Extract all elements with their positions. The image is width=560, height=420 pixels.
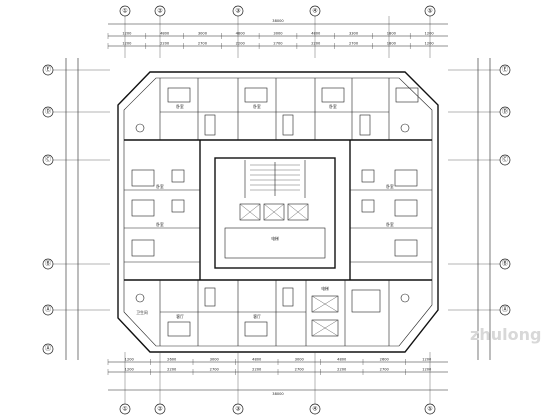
axis-label-top-2: ② bbox=[157, 8, 163, 15]
top-dimensions: 38000 1200 4800 3000 4800 3000 4800 3300 1800 12… bbox=[107, 19, 448, 49]
bottom-room-row: 客厅 客厅 电梯 卫生间 bbox=[124, 279, 432, 346]
room-label-0: 卫生间 bbox=[136, 310, 148, 315]
dim-bottom-row2-label: 2700 bbox=[210, 368, 220, 372]
dim-top-row1-label: 3000 bbox=[198, 32, 208, 36]
dim-top-row1-label: 3000 bbox=[273, 32, 283, 36]
axis-label-bottom-2: ② bbox=[157, 406, 163, 413]
dim-bottom-row2-label: 2700 bbox=[295, 368, 305, 372]
right-axis-column: Ⓔ Ⓓ Ⓒ Ⓑ Ⓐ bbox=[448, 58, 511, 360]
elevator-car-1 bbox=[239, 203, 261, 221]
dim-bottom-row2-label: 2200 bbox=[337, 368, 347, 372]
dim-top-row1-label: 3300 bbox=[349, 32, 359, 36]
right-room-column: 卧室 卧室 bbox=[349, 140, 432, 280]
axis-label-bottom-3: ③ bbox=[235, 406, 240, 413]
dim-top-row2-label: 2200 bbox=[236, 42, 246, 46]
stair bbox=[250, 162, 300, 196]
watermark-text: zhulong bbox=[470, 325, 541, 344]
dim-bottom-row1-label: 3000 bbox=[295, 358, 305, 362]
elevator-car-4 bbox=[311, 295, 339, 313]
core-area: 电梯 bbox=[214, 157, 336, 269]
bottom-axis-row: ① ② ③ ④ ⑤ bbox=[119, 352, 436, 415]
room-label-4: 客厅 bbox=[176, 314, 184, 319]
axis-bubble-top-1 bbox=[119, 5, 131, 17]
room-label-7: 卧室 bbox=[156, 222, 164, 227]
axis-label-top-4: ④ bbox=[312, 8, 317, 15]
dim-bottom-row2-label: 1200 bbox=[125, 368, 135, 372]
overall-dimension-bottom: 38000 bbox=[272, 392, 284, 396]
axis-label-right-4: Ⓑ bbox=[502, 260, 508, 268]
dim-top-row1-label: 1200 bbox=[425, 32, 435, 36]
axis-label-top-1: ① bbox=[122, 8, 127, 15]
room-label-9: 卧室 bbox=[386, 222, 394, 227]
dim-top-row2-label: 2700 bbox=[349, 42, 359, 46]
dim-top-row2-label: 2700 bbox=[198, 42, 208, 46]
room-label-1: 卧室 bbox=[176, 104, 184, 109]
room-label-2: 卧室 bbox=[253, 104, 261, 109]
overall-dimension-top: 38000 bbox=[272, 19, 284, 23]
dim-bottom-row1-label: 3000 bbox=[210, 358, 220, 362]
dim-top-row2-label: 2700 bbox=[273, 42, 283, 46]
top-room-row: 卧室 卧室 卧室 bbox=[124, 78, 432, 141]
dim-bottom-row1-label: 4800 bbox=[252, 358, 262, 362]
dim-bottom-row2-label: 2200 bbox=[167, 368, 177, 372]
dim-bottom-row2-label: 1200 bbox=[422, 368, 432, 372]
dim-top-row1-label: 4800 bbox=[311, 32, 321, 36]
axis-label-right-2: Ⓓ bbox=[502, 108, 508, 116]
elevator-car-5 bbox=[311, 319, 339, 337]
axis-label-left-2: Ⓓ bbox=[45, 108, 51, 116]
dim-top-row2-label: 1800 bbox=[387, 42, 397, 46]
axis-label-right-3: Ⓒ bbox=[502, 156, 508, 164]
dim-bottom-row1-label: 1200 bbox=[422, 358, 432, 362]
dim-bottom-row2-label: 2200 bbox=[252, 368, 262, 372]
room-label-5: 客厅 bbox=[253, 314, 261, 319]
room-label-6: 卧室 bbox=[156, 184, 164, 189]
dim-top-row1-label: 4800 bbox=[160, 32, 170, 36]
dim-top-row2-label: 2200 bbox=[160, 42, 170, 46]
dim-top-row1-label: 1200 bbox=[122, 32, 132, 36]
axis-label-left-6: Ⓐ bbox=[45, 345, 51, 353]
room-label-11: 电梯 bbox=[321, 286, 329, 291]
dim-bottom-row1-label: 4800 bbox=[337, 358, 347, 362]
axis-bubble-top-2 bbox=[154, 5, 166, 17]
top-axis-row: ① ② ③ ④ ⑤ bbox=[119, 5, 436, 58]
axis-label-top-5: ⑤ bbox=[427, 8, 432, 15]
building-outline bbox=[117, 71, 439, 353]
axis-label-left-4: Ⓑ bbox=[45, 260, 51, 268]
dim-top-row2-label: 1200 bbox=[425, 42, 435, 46]
dim-top-row2-label: 2200 bbox=[311, 42, 321, 46]
dim-top-row1-label: 1800 bbox=[387, 32, 397, 36]
dim-bottom-row1-label: 2600 bbox=[167, 358, 177, 362]
room-label-3: 卧室 bbox=[329, 104, 337, 109]
axis-label-bottom-5: ⑤ bbox=[427, 406, 432, 413]
bottom-dimensions: 38000 1200 2600 3000 4800 3000 4800 2600 1200 1… bbox=[107, 358, 448, 396]
axis-label-left-3: Ⓒ bbox=[45, 156, 51, 164]
dim-bottom-row1-label: 2600 bbox=[380, 358, 390, 362]
dim-bottom-row1-label: 1200 bbox=[125, 358, 135, 362]
axis-bubble-top-5 bbox=[424, 5, 436, 17]
axis-label-left-5: Ⓐ bbox=[45, 306, 51, 314]
elevator-car-2 bbox=[263, 203, 285, 221]
elevator-car-3 bbox=[287, 203, 309, 221]
axis-label-bottom-4: ④ bbox=[312, 406, 317, 413]
axis-label-bottom-1: ① bbox=[122, 406, 127, 413]
dim-top-row2-label: 1200 bbox=[122, 42, 132, 46]
room-label-8: 卧室 bbox=[386, 184, 394, 189]
dim-top-row1-label: 4800 bbox=[236, 32, 246, 36]
room-label-10: 电梯 bbox=[271, 236, 279, 241]
axis-label-right-1: Ⓔ bbox=[502, 66, 508, 74]
axis-label-right-5: Ⓐ bbox=[502, 306, 508, 314]
axis-bubble-top-4 bbox=[309, 5, 321, 17]
left-axis-column: Ⓔ Ⓓ Ⓒ Ⓑ Ⓐ Ⓐ bbox=[42, 58, 110, 360]
dim-bottom-row2-label: 2700 bbox=[380, 368, 390, 372]
axis-label-top-3: ③ bbox=[235, 8, 240, 15]
axis-label-left-1: Ⓔ bbox=[45, 66, 51, 74]
axis-bubble-top-3 bbox=[232, 5, 244, 17]
left-room-column: 卧室 卧室 bbox=[124, 140, 201, 280]
